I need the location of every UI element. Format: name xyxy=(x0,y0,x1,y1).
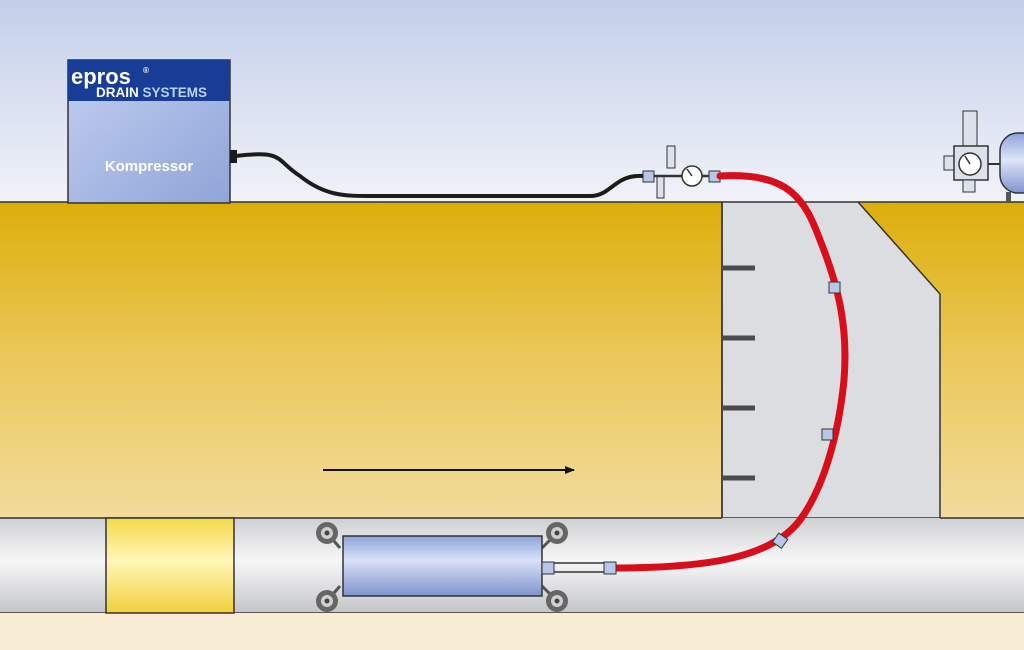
packer-cylinder xyxy=(342,535,543,597)
right-side-equipment xyxy=(943,110,1024,202)
brand-banner xyxy=(68,60,230,101)
wheel-icon xyxy=(546,590,568,612)
hose-coupling xyxy=(828,281,841,294)
subbrand-part1: DRAIN xyxy=(96,85,139,100)
pressure-hose xyxy=(608,172,849,572)
subbrand-part2: SYSTEMS xyxy=(143,85,208,100)
soil-below-pipe xyxy=(0,613,1024,650)
hose-coupling xyxy=(821,428,834,441)
brand-name: epros xyxy=(71,64,131,89)
compressor-unit: epros ® DRAIN SYSTEMS Kompressor xyxy=(67,59,237,204)
air-tank xyxy=(999,132,1024,194)
hose-coupling xyxy=(771,532,789,550)
compressor-label: Kompressor xyxy=(105,158,194,175)
registered-mark: ® xyxy=(143,66,149,75)
wheel-icon xyxy=(316,522,338,544)
wheel-icon xyxy=(316,590,338,612)
compressor-outlet xyxy=(230,150,237,163)
wheel-icon xyxy=(546,522,568,544)
air-supply-hose xyxy=(235,152,645,198)
installed-liner-section xyxy=(105,517,235,614)
pipe-packer-unit xyxy=(316,522,617,612)
brand-subline: DRAIN SYSTEMS xyxy=(96,85,207,100)
ladder-rungs xyxy=(722,265,755,481)
